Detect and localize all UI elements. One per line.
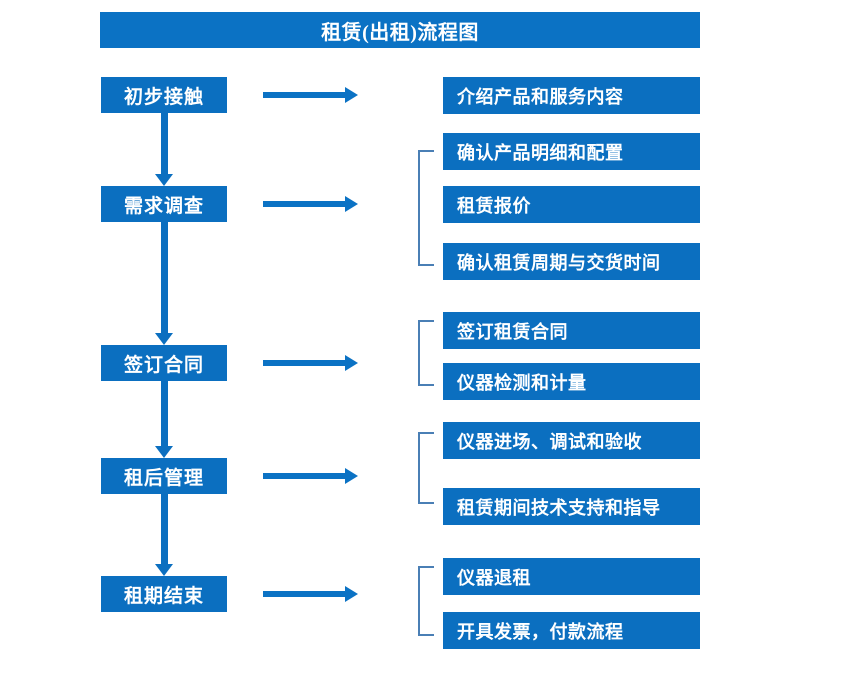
stage-box-5[interactable]: 租期结束 bbox=[101, 576, 227, 612]
right-arrow-icon-2 bbox=[263, 195, 359, 213]
down-arrow-icon-4 bbox=[155, 494, 173, 576]
stage-box-2[interactable]: 需求调查 bbox=[101, 186, 227, 222]
detail-box-9[interactable]: 仪器退租 bbox=[443, 558, 700, 595]
right-arrow-icon-3 bbox=[263, 354, 359, 372]
down-arrow-icon-1 bbox=[155, 113, 173, 186]
group-bracket-5 bbox=[418, 566, 434, 636]
detail-box-8[interactable]: 租赁期间技术支持和指导 bbox=[443, 488, 700, 525]
right-arrow-icon-1 bbox=[263, 86, 359, 104]
detail-box-1[interactable]: 介绍产品和服务内容 bbox=[443, 77, 700, 114]
detail-box-6[interactable]: 仪器检测和计量 bbox=[443, 363, 700, 400]
group-bracket-3 bbox=[418, 320, 434, 386]
group-bracket-2 bbox=[418, 150, 434, 266]
detail-box-5[interactable]: 签订租赁合同 bbox=[443, 312, 700, 349]
right-arrow-icon-5 bbox=[263, 585, 359, 603]
group-bracket-4 bbox=[418, 432, 434, 504]
stage-box-1[interactable]: 初步接触 bbox=[101, 77, 227, 113]
flowchart-title: 租赁(出租)流程图 bbox=[100, 12, 700, 48]
detail-box-10[interactable]: 开具发票，付款流程 bbox=[443, 612, 700, 649]
detail-box-7[interactable]: 仪器进场、调试和验收 bbox=[443, 422, 700, 459]
down-arrow-icon-2 bbox=[155, 222, 173, 345]
detail-box-3[interactable]: 租赁报价 bbox=[443, 186, 700, 223]
right-arrow-icon-4 bbox=[263, 467, 359, 485]
detail-box-4[interactable]: 确认租赁周期与交货时间 bbox=[443, 243, 700, 280]
stage-box-3[interactable]: 签订合同 bbox=[101, 345, 227, 381]
stage-box-4[interactable]: 租后管理 bbox=[101, 458, 227, 494]
detail-box-2[interactable]: 确认产品明细和配置 bbox=[443, 133, 700, 170]
down-arrow-icon-3 bbox=[155, 381, 173, 458]
